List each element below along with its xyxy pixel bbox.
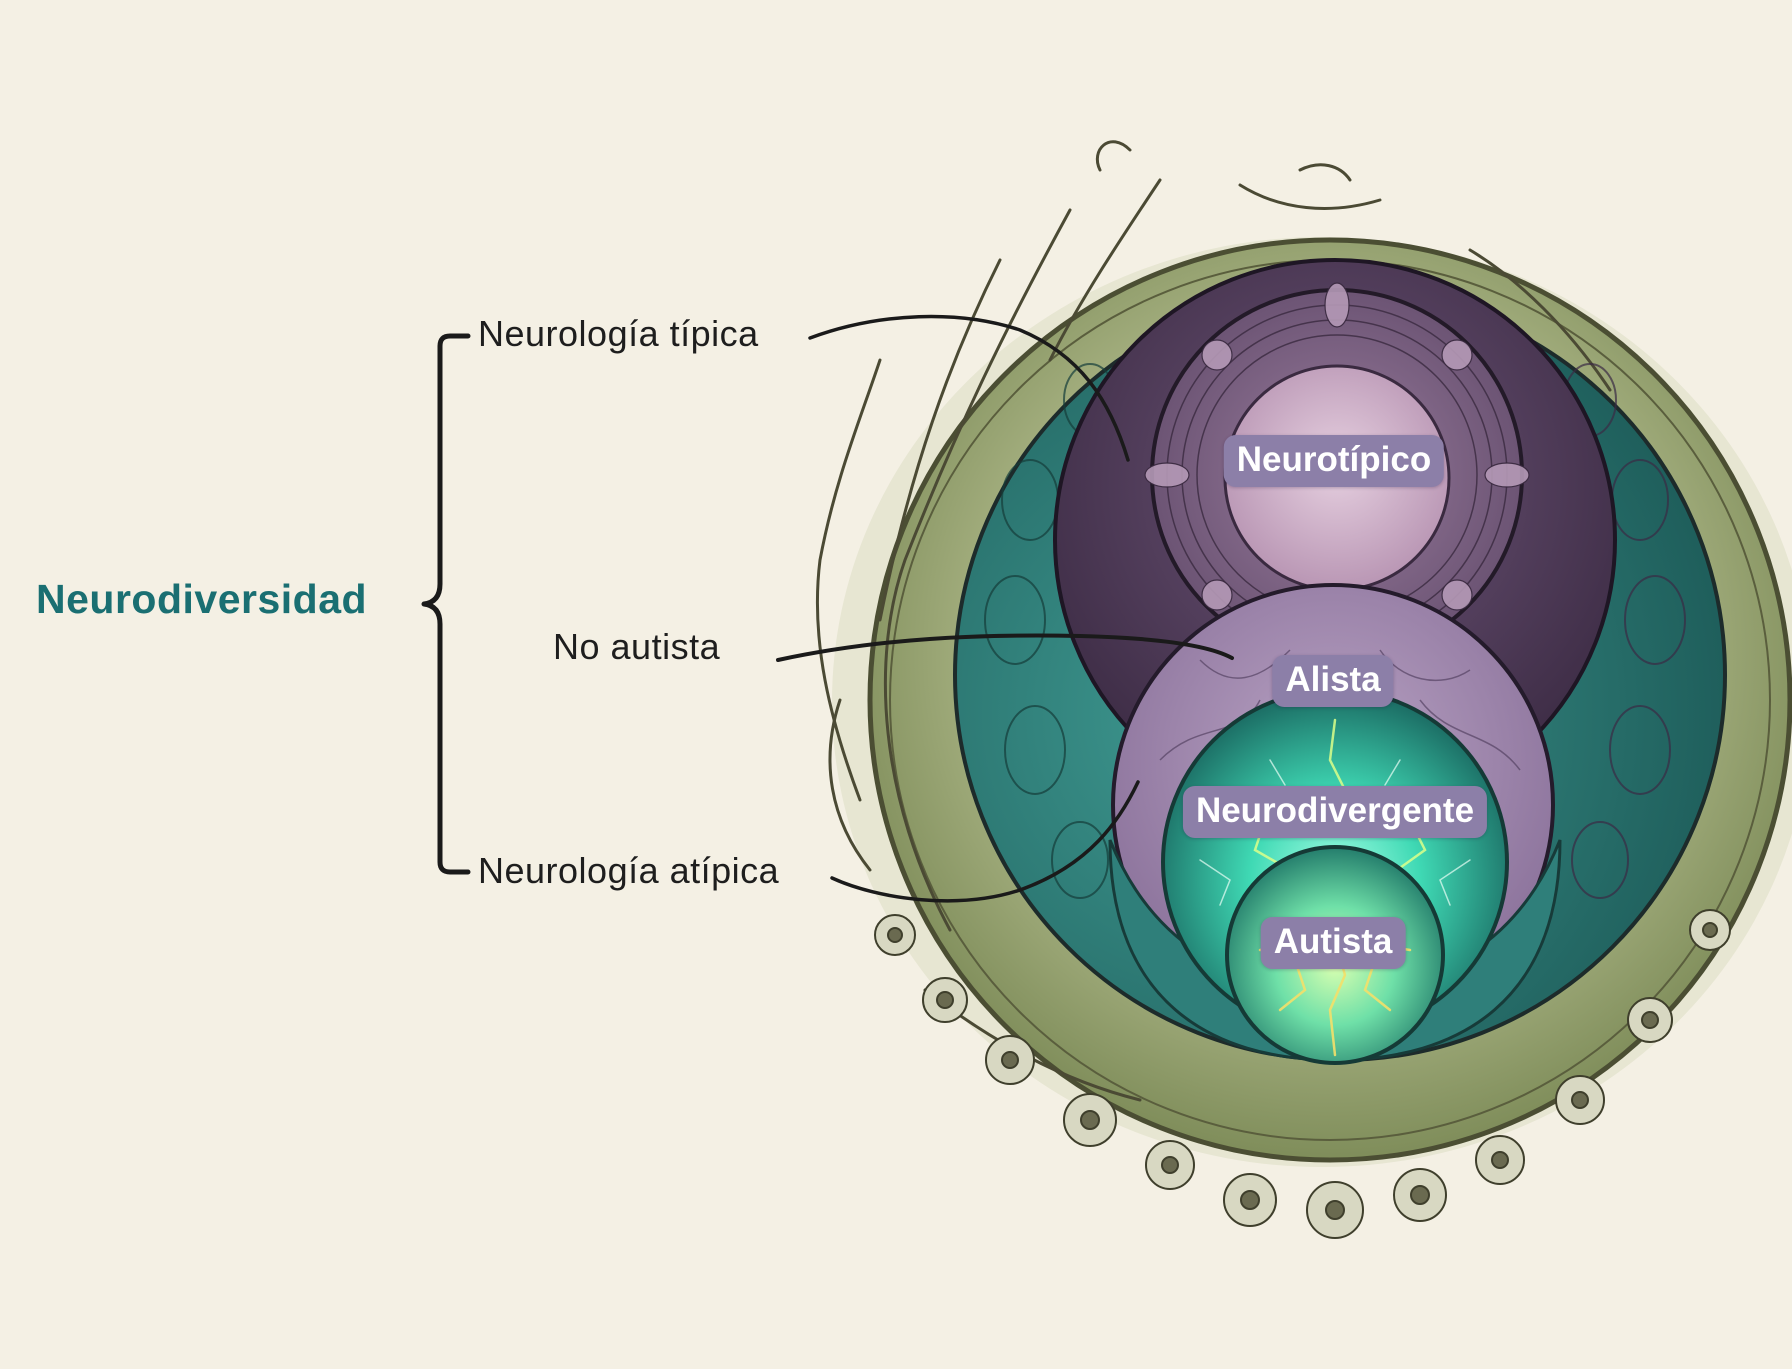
branch-typical-label: Neurología típica bbox=[478, 313, 759, 354]
neurotypical-label: Neurotípico bbox=[1223, 435, 1445, 487]
allistic-label: Alista bbox=[1272, 655, 1394, 707]
connector-atypical bbox=[830, 780, 1140, 903]
curly-brace-icon bbox=[421, 333, 471, 875]
branch-atypical-label: Neurología atípica bbox=[478, 850, 780, 891]
neurodivergent-label: Neurodivergente bbox=[1182, 786, 1488, 838]
branch-not-autistic-label: No autista bbox=[553, 626, 721, 667]
autistic-label: Autista bbox=[1260, 917, 1406, 969]
connector-not-autistic bbox=[776, 633, 1234, 662]
flower-garland bbox=[874, 909, 1731, 1239]
connector-typical bbox=[808, 314, 1130, 462]
main-term: Neurodiversidad bbox=[36, 576, 368, 622]
